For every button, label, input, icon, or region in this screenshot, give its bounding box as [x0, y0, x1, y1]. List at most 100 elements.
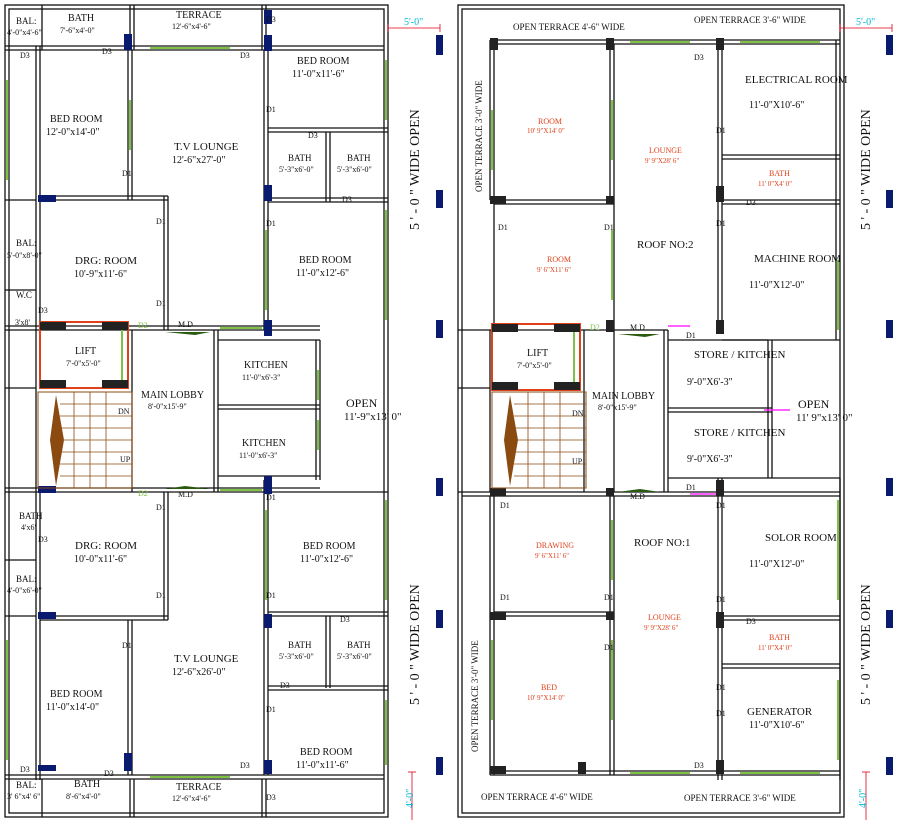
room-drg-2-size: 10'-0"x11'-6"	[74, 554, 127, 565]
dim-top: 5'-0"	[404, 17, 423, 28]
dim-top: 5'-0"	[856, 17, 875, 28]
r-elec-name: ELECTRICAL ROOM	[745, 74, 848, 86]
r-lounge-1-size: 9' 9"X28' 6"	[645, 157, 679, 165]
room-terrace-top-size: 12'-6"x4'-6"	[172, 22, 211, 31]
room-wc-name: W.C	[16, 290, 32, 300]
door-d3: D3	[38, 306, 48, 315]
wide-open-lower: 5 ' - 0 " WIDE OPEN	[859, 584, 874, 705]
room-tv-2-name: T.V LOUNGE	[174, 653, 239, 665]
r-bed-size: 10' 9"X14' 0"	[527, 694, 565, 702]
room-terrace-top-name: TERRACE	[176, 10, 222, 21]
room-bed-1-name: BED ROOM	[50, 114, 103, 125]
r-bath-2-size: 11' 0"X4' 0"	[758, 644, 792, 652]
door-d3: D3	[266, 15, 276, 24]
door-d3: D3	[266, 793, 276, 802]
r-lift-size: 7'-0"x5'-0"	[517, 361, 552, 370]
room-bath-top-name: BATH	[68, 13, 94, 24]
r-store-2-size: 9'-0"X6'-3"	[687, 454, 733, 465]
open-terrace-tr: OPEN TERRACE 3'-6" WIDE	[694, 15, 806, 25]
door-d1: D1	[500, 501, 510, 510]
door-d3: D3	[694, 53, 704, 62]
r-room-2-size: 9' 6"X11' 6"	[537, 266, 571, 274]
open-terrace-vb: OPEN TERRACE 3'-0" WIDE	[470, 640, 480, 752]
room-bath-a-name: BATH	[288, 153, 312, 163]
main-door-label: M.D	[630, 492, 645, 501]
door-d1: D1	[266, 705, 276, 714]
r-open-name: OPEN	[798, 397, 830, 411]
door-d3: D3	[746, 198, 756, 207]
room-bed-2-name: BED ROOM	[297, 56, 350, 67]
r-roof-1-name: ROOF NO:1	[634, 537, 691, 549]
room-bal-2-name: BAL:	[16, 238, 37, 248]
room-tv-1-name: T.V LOUNGE	[174, 141, 239, 153]
room-drg-1-name: DRG: ROOM	[75, 255, 137, 267]
room-bath-f-size: 8'-6"x4'-0"	[66, 792, 101, 801]
door-d1: D1	[500, 593, 510, 602]
door-d1: D1	[498, 223, 508, 232]
door-d3: D3	[340, 615, 350, 624]
door-d1: D1	[122, 169, 132, 178]
r-gen-name: GENERATOR	[747, 706, 813, 718]
r-lounge-2-name: LOUNGE	[648, 613, 681, 622]
r-lift-name: LIFT	[527, 348, 548, 359]
stair-dn: DN	[118, 407, 130, 416]
door-d3: D3	[280, 681, 290, 690]
room-bath-b-name: BATH	[347, 153, 371, 163]
door-d1: D1	[604, 223, 614, 232]
room-bath-e-size: 5'-3"x6'-0"	[337, 652, 372, 661]
r-bed-name: BED	[541, 683, 557, 692]
door-d3: D3	[20, 51, 30, 60]
room-tv-1-size: 12'-6"x27'-0"	[172, 155, 225, 166]
left-dimensions	[387, 24, 441, 820]
door-d1: D1	[266, 105, 276, 114]
room-terrace-bot-size: 12'-6"x4'-6"	[172, 794, 211, 803]
door-d3: D3	[38, 535, 48, 544]
room-bal-3-name: BAL:	[16, 574, 37, 584]
wide-open-lower: 5 ' - 0 " WIDE OPEN	[408, 584, 423, 705]
room-bath-c-size: 4'x6'	[21, 523, 36, 532]
door-d1: D1	[156, 591, 166, 600]
door-d3: D3	[102, 47, 112, 56]
door-d3: D3	[240, 761, 250, 770]
r-bath-2-name: BATH	[769, 633, 790, 642]
dim-bottom: 4'-0"	[405, 789, 416, 808]
door-d1: D1	[156, 503, 166, 512]
r-room-1-size: 10' 9"X14' 0"	[527, 127, 565, 135]
main-door-label: M.D	[630, 323, 645, 332]
room-bath-c-name: BATH	[19, 511, 43, 521]
open-terrace-vt: OPEN TERRACE 3'-0" WIDE	[474, 80, 484, 192]
r-lounge-2-size: 9' 9"X28' 6"	[644, 624, 678, 632]
room-bed-3-name: BED ROOM	[299, 255, 352, 266]
wide-open-upper: 5 ' - 0 " WIDE OPEN	[859, 109, 874, 230]
room-bed-5-size: 11'-0"x14'-0"	[46, 702, 99, 713]
room-lobby-name: MAIN LOBBY	[141, 390, 204, 401]
door-d1: D1	[716, 709, 726, 718]
r-gen-size: 11'-0"X10'-6"	[749, 720, 804, 731]
r-open-size: 11' 9"x13' 0"	[796, 412, 853, 424]
r-store-1-name: STORE / KITCHEN	[694, 349, 786, 361]
door-d1: D1	[266, 219, 276, 228]
wide-open-upper: 5 ' - 0 " WIDE OPEN	[408, 109, 423, 230]
right-accents	[668, 325, 790, 495]
main-door-label: M.D	[178, 490, 193, 499]
room-bal-2-size: 5'-0"x8'-0"	[7, 251, 42, 260]
r-drawing-name: DRAWING	[536, 541, 574, 550]
door-d2: D2	[590, 323, 600, 332]
right-plan	[457, 4, 845, 818]
left-columns	[38, 10, 443, 775]
right-lift	[491, 323, 660, 492]
right-outer-columns	[886, 35, 893, 775]
r-bath-1-name: BATH	[769, 169, 790, 178]
r-solor-name: SOLOR ROOM	[765, 532, 837, 544]
room-bed-4-name: BED ROOM	[303, 541, 356, 552]
door-d1: D1	[122, 641, 132, 650]
door-d3: D3	[746, 617, 756, 626]
stair-dn: DN	[572, 409, 584, 418]
stair-up: UP	[572, 457, 583, 466]
room-bed-4-size: 11'-0"x12'-6"	[300, 554, 353, 565]
room-bal-4-size: 3' 6"x4' 6"	[7, 792, 40, 801]
r-bath-1-size: 11' 0"X4' 0"	[758, 180, 792, 188]
room-bed-5-name: BED ROOM	[50, 689, 103, 700]
room-bath-b-size: 5'-3"x6'-0"	[337, 165, 372, 174]
